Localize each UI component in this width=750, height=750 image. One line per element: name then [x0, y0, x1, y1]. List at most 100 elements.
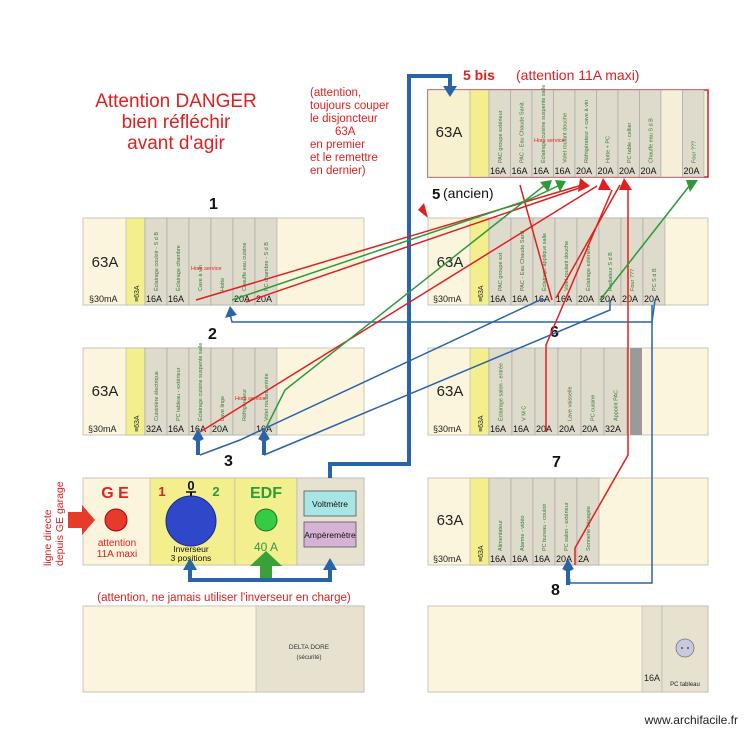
- p5bis-breaker-rating: 20A: [598, 166, 614, 176]
- p5bis-breaker-rating: 16A: [490, 166, 506, 176]
- p5-breaker-rating: 20A: [578, 294, 594, 304]
- ammeter-label: Ampèremètre: [304, 530, 356, 540]
- inverter-note: (attention, ne jamais utiliser l'inverse…: [97, 592, 351, 604]
- p7-breaker-label: PC bureau - couloir: [542, 503, 548, 551]
- side-note-2: depuis GE garage: [54, 481, 66, 566]
- inverter-panel: G E attention 11A maxi 1 0 2 Inverseur 3…: [82, 477, 365, 566]
- panel-7-diff-rating: ≡63A: [478, 545, 485, 562]
- p5-breaker-label: Radiateur S d B: [608, 252, 614, 291]
- outlet-icon: [675, 638, 695, 658]
- note-line-5: en premier: [310, 139, 365, 151]
- p5-breaker-label: PAC groupe ext: [498, 252, 504, 291]
- p5bis-breaker-label: PAC groupe extérieur: [498, 110, 504, 163]
- ge-note-1: attention: [98, 538, 136, 549]
- p6-breaker-rating: 20A: [582, 424, 598, 434]
- side-note-1: ligne directe: [42, 509, 54, 566]
- p1-breaker-label: Hotte: [220, 278, 226, 291]
- edf-indicator-light: [254, 508, 278, 532]
- ge-label: G E: [101, 485, 129, 502]
- position-0-label: 0: [187, 478, 194, 493]
- p5-breaker-label: Four ???: [630, 269, 636, 291]
- delta-dore-subtitle: (sécurité): [296, 655, 321, 661]
- p2-breaker-label: Lave linge: [220, 396, 226, 421]
- red-wires: [195, 184, 629, 565]
- voltmeter-label: Voltmètre: [312, 499, 348, 509]
- panel-5bis-number: 5 bis: [463, 67, 495, 83]
- panel-7-main-rating: 63A: [437, 512, 464, 529]
- danger-line-3: avant d'agir: [127, 133, 225, 154]
- p1-breaker-label: Chauffe eau cuisine: [242, 242, 248, 291]
- panel-5-diff-rating: ≡63A: [478, 285, 485, 302]
- p2-breaker-rating: 20A: [212, 424, 228, 434]
- p5bis-breaker-9[interactable]: [682, 89, 705, 178]
- danger-line-2: bien réfléchir: [122, 112, 231, 133]
- p5bis-breaker-label: Volet roulant douche: [562, 113, 568, 163]
- knob-caption-1: Inverseur: [173, 544, 209, 554]
- thin-blue-wires: [199, 299, 656, 584]
- p7-breaker-rating: 20A: [556, 554, 572, 564]
- p7-breaker-label: Alimentateur: [498, 520, 504, 551]
- p2-breaker-rating: 32A: [146, 424, 162, 434]
- p7-breaker-label: Alarme - vidéo: [520, 516, 526, 551]
- breaker-note: (attention, toujours couper le disjoncte…: [310, 87, 389, 177]
- panel-5bis-main-rating: 63A: [436, 124, 463, 141]
- p7-breaker-label: PC salon - extérieur: [564, 502, 570, 551]
- panel-6-main-rating: 63A: [437, 383, 464, 400]
- ge-note-2: 11A maxi: [97, 549, 137, 560]
- delta-dore-panel: DELTA DORE (sécurité): [82, 605, 365, 693]
- panel-8-number: 8: [551, 582, 560, 599]
- edf-label: EDF: [250, 485, 282, 502]
- p5bis-breaker-rating: 20A: [619, 166, 635, 176]
- inverter-knob[interactable]: [165, 495, 217, 547]
- note-line-2: toujours couper: [310, 100, 389, 112]
- panel-6: 63A §30mA ≡63A Éclairage salon - entrée 1…: [427, 324, 709, 436]
- p5-breaker-label: Éclairage extérieur: [585, 245, 592, 291]
- p5-breaker-rating: 16A: [556, 294, 572, 304]
- p5bis-breaker-rating: 16A: [555, 166, 571, 176]
- p6-breaker-label: PC cuisine: [591, 395, 597, 421]
- p5bis-breaker-rating: 20A: [641, 166, 657, 176]
- p6-breaker-rating: 20A: [559, 424, 575, 434]
- p1-breaker-5[interactable]: [254, 217, 278, 306]
- panel-5bis: 5 bis (attention 11A maxi) 63A PAC group…: [427, 67, 709, 178]
- blue-wires: [188, 74, 452, 582]
- p5bis-breaker-rating: 16A: [533, 166, 549, 176]
- panel-8-label-left: 16A: [644, 673, 660, 683]
- p5-breaker-rating: 16A: [512, 294, 528, 304]
- p7-breaker-4[interactable]: [576, 477, 600, 566]
- panel-1-diff-rating: ≡63A: [134, 285, 141, 302]
- panel-6-diff-rating: ≡63A: [478, 415, 485, 432]
- position-1-label: 1: [158, 484, 165, 499]
- panel-5-number: 5: [432, 186, 440, 203]
- panel-5-diff: §30mA: [433, 294, 462, 304]
- p7-breaker-label: Sonnerie dégagée: [586, 506, 592, 551]
- p6-breaker-label: Appoint PAC: [614, 390, 620, 421]
- note-line-4: 63A: [335, 126, 356, 138]
- p1-breaker-label: Cave à vin: [198, 265, 204, 291]
- p1-breaker-rating: 16A: [146, 294, 162, 304]
- p5bis-breaker-8[interactable]: [660, 89, 683, 178]
- knob-caption-2: 3 positions: [171, 553, 212, 563]
- panel-8: 8 16A PC tableau: [427, 582, 709, 693]
- p6-breaker-5[interactable]: [603, 347, 628, 436]
- p1-breaker-rating: 20A: [234, 294, 250, 304]
- panel-6-diff: §30mA: [433, 424, 462, 434]
- p6-breaker-label: V M C: [522, 406, 528, 421]
- ge-indicator-light: [104, 508, 128, 532]
- p5-breaker-label: PC S d B: [652, 268, 658, 291]
- note-line-3: le disjoncteur: [310, 113, 378, 125]
- note-line-6: et le remettre: [310, 152, 378, 164]
- p7-breaker-rating: 16A: [534, 554, 550, 564]
- p6-breaker-rating: 16A: [490, 424, 506, 434]
- p6-breaker-label: Éclairage salon - entrée: [498, 363, 505, 421]
- panel-8-label-right: PC tableau: [670, 682, 700, 688]
- p7-breaker-rating: 16A: [490, 554, 506, 564]
- p1-breaker-label: Éclairage chambre: [175, 245, 182, 291]
- p2-breaker-label: Volet roulant entrée: [264, 373, 270, 421]
- edf-arrow-icon: [250, 551, 282, 578]
- p5bis-breaker-rating: 20A: [576, 166, 592, 176]
- p1-hors-service: Hors service: [191, 266, 222, 272]
- p5bis-breaker-label: Hotte + PC: [605, 136, 611, 163]
